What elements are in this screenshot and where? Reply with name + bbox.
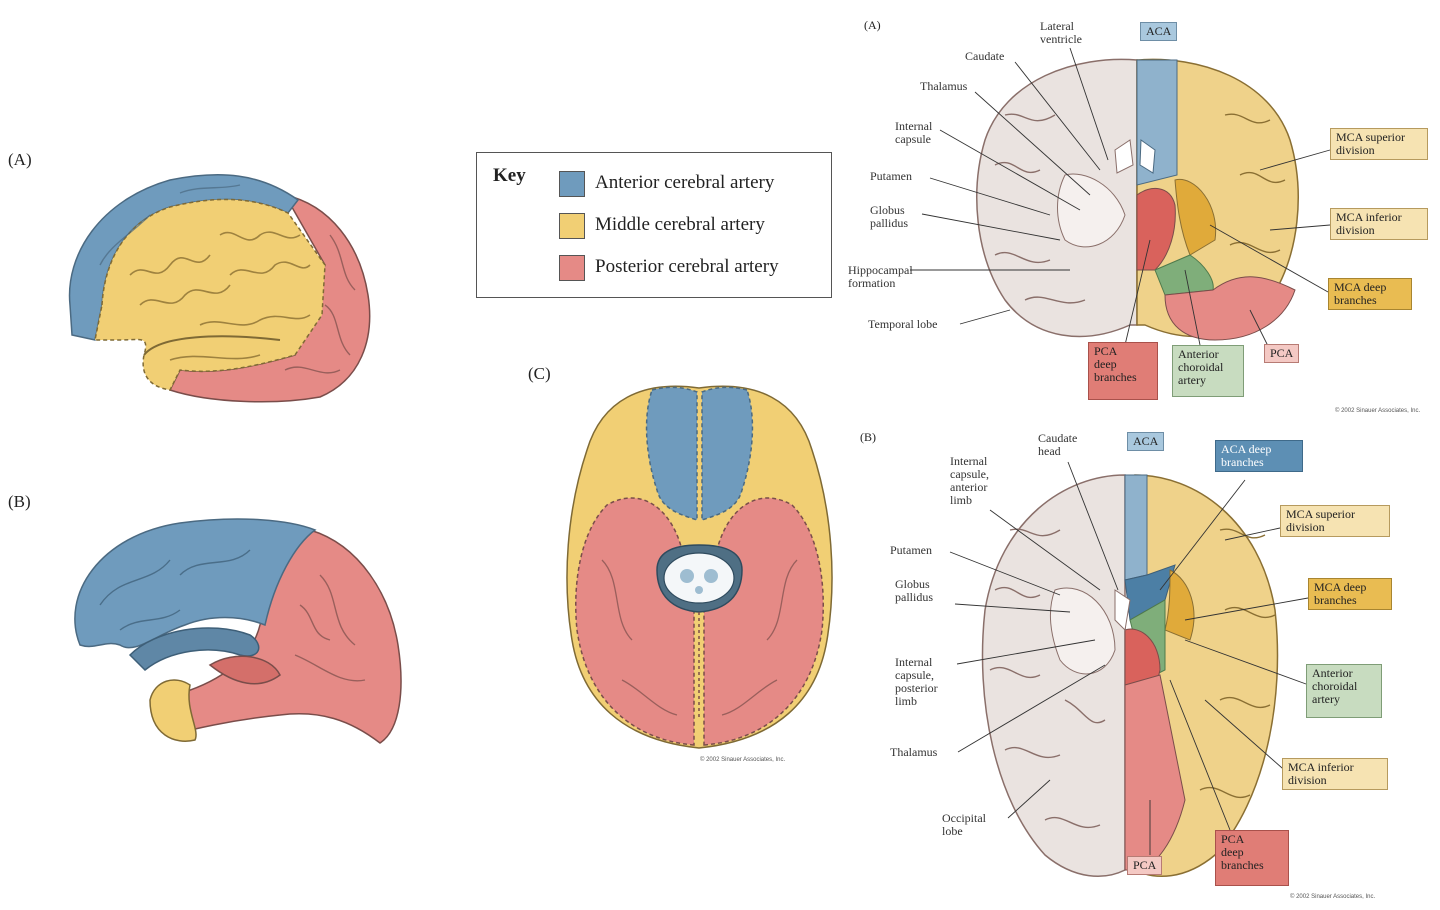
axial-box-anterior-choroidal: Anterior choroidal artery	[1306, 664, 1382, 718]
axial-section-illustration	[981, 474, 1279, 877]
axial-box-aca: ACA	[1127, 432, 1165, 451]
label-caudate: Caudate	[965, 49, 1005, 63]
mca-swatch	[559, 213, 585, 239]
axial-box-pca: PCA	[1127, 856, 1163, 875]
label-putamen: Putamen	[870, 169, 912, 183]
panel-label-medial: (B)	[8, 492, 31, 511]
copyright-ventral: © 2002 Sinauer Associates, Inc.	[700, 757, 786, 763]
label-globus-pallidus: Globus pallidus	[870, 203, 908, 230]
label-occipital-lobe: Occipital lobe	[942, 811, 986, 838]
key-title: Key	[493, 165, 526, 186]
pca-swatch	[559, 255, 585, 281]
label-temporal-lobe: Temporal lobe	[868, 317, 938, 331]
label-axial-putamen: Putamen	[890, 543, 932, 557]
axial-box-mca-deep: MCA deep branches	[1308, 578, 1392, 610]
axial-box-mca-inferior: MCA inferior division	[1282, 758, 1388, 790]
label-axial-thalamus: Thalamus	[890, 745, 938, 759]
aca-swatch	[559, 171, 585, 197]
axial-box-mca-superior: MCA superior division	[1280, 505, 1390, 537]
label-internal-capsule-anterior: Internal capsule, anterior limb	[950, 454, 989, 507]
key-label: Posterior cerebral artery	[595, 256, 779, 277]
panel-label-coronal: (A)	[864, 18, 881, 32]
lateral-brain-illustration	[68, 173, 371, 403]
copyright-axial: © 2002 Sinauer Associates, Inc.	[1290, 894, 1376, 900]
copyright-coronal: © 2002 Sinauer Associates, Inc.	[1335, 408, 1421, 414]
label-hippocampal-formation: Hippocampal formation	[848, 263, 913, 290]
coronal-box-mca-superior: MCA superior division	[1330, 128, 1428, 160]
coronal-box-aca: ACA	[1140, 22, 1178, 41]
ventral-brain-illustration	[566, 385, 833, 749]
coronal-box-mca-deep: MCA deep branches	[1328, 278, 1412, 310]
panel-label-lateral: (A)	[8, 150, 32, 169]
coronal-box-anterior-choroidal: Anterior choroidal artery	[1172, 345, 1244, 397]
coronal-box-mca-inferior: MCA inferior division	[1330, 208, 1428, 240]
panel-label-ventral: (C)	[528, 364, 551, 383]
label-thalamus: Thalamus	[920, 79, 968, 93]
label-axial-globus-pallidus: Globus pallidus	[895, 577, 933, 604]
key-label: Middle cerebral artery	[595, 214, 765, 235]
legend-key: Key Anterior cerebral artery Middle cere…	[476, 152, 832, 298]
axial-box-aca-deep: ACA deep branches	[1215, 440, 1303, 472]
coronal-box-pca: PCA	[1264, 344, 1300, 363]
key-label: Anterior cerebral artery	[595, 172, 775, 193]
label-caudate-head: Caudate head	[1038, 431, 1078, 458]
label-internal-capsule-posterior: Internal capsule, posterior limb	[895, 655, 938, 708]
medial-brain-illustration	[74, 518, 402, 744]
label-lateral-ventricle: Lateral ventricle	[1040, 19, 1082, 46]
axial-box-pca-deep: PCA deep branches	[1215, 830, 1289, 886]
label-internal-capsule: Internal capsule	[895, 119, 933, 146]
panel-label-axial: (B)	[860, 430, 876, 444]
coronal-box-pca-deep: PCA deep branches	[1088, 342, 1158, 400]
